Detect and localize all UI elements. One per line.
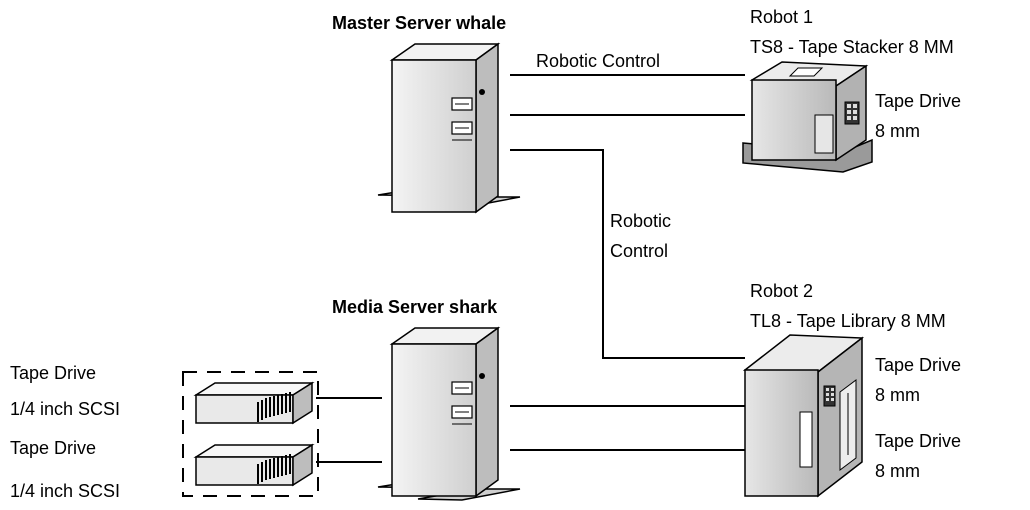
master-to-robot2-control-line [510, 149, 745, 359]
scsi-drive2-type-label: 1/4 inch SCSI [10, 481, 121, 501]
robot1-drive-size-label: 8 mm [875, 121, 920, 141]
media-server-label: Media Server shark [332, 297, 498, 317]
robot2-drive2-label: Tape Drive [875, 431, 962, 451]
robot2-name-label: Robot 2 [750, 281, 814, 301]
robot2-tape-library-icon [742, 334, 865, 498]
scsi-drives-enclosure [182, 371, 319, 497]
robot1-name-label: Robot 1 [750, 7, 814, 27]
robot2-type-label: TL8 - Tape Library 8 MM [750, 311, 946, 331]
scsi-tape-drive-1-icon [193, 381, 315, 425]
master-server-label: Master Server whale [332, 13, 507, 33]
scsi-drive2-label: Tape Drive [10, 438, 97, 458]
robot1-drive-label: Tape Drive [875, 91, 962, 111]
robot2-drive2-size-label: 8 mm [875, 461, 920, 481]
scsi-drive1-label: Tape Drive [10, 363, 97, 383]
scsi-drive1-type-label: 1/4 inch SCSI [10, 399, 121, 419]
robot2-drive1-size-label: 8 mm [875, 385, 920, 405]
robotic-control-label-1: Robotic Control [536, 51, 661, 71]
robotic-control-label-2-line2: Control [610, 241, 669, 261]
robot2-drive1-label: Tape Drive [875, 355, 962, 375]
connection-lines [316, 74, 745, 463]
robotic-control-label-2-line1: Robotic [610, 211, 672, 231]
master-server-icon [377, 42, 521, 214]
robot1-type-label: TS8 - Tape Stacker 8 MM [750, 37, 954, 57]
scsi-tape-drive-2-icon [193, 443, 315, 487]
media-server-icon [377, 326, 521, 501]
robot1-tape-stacker-icon [742, 61, 873, 173]
